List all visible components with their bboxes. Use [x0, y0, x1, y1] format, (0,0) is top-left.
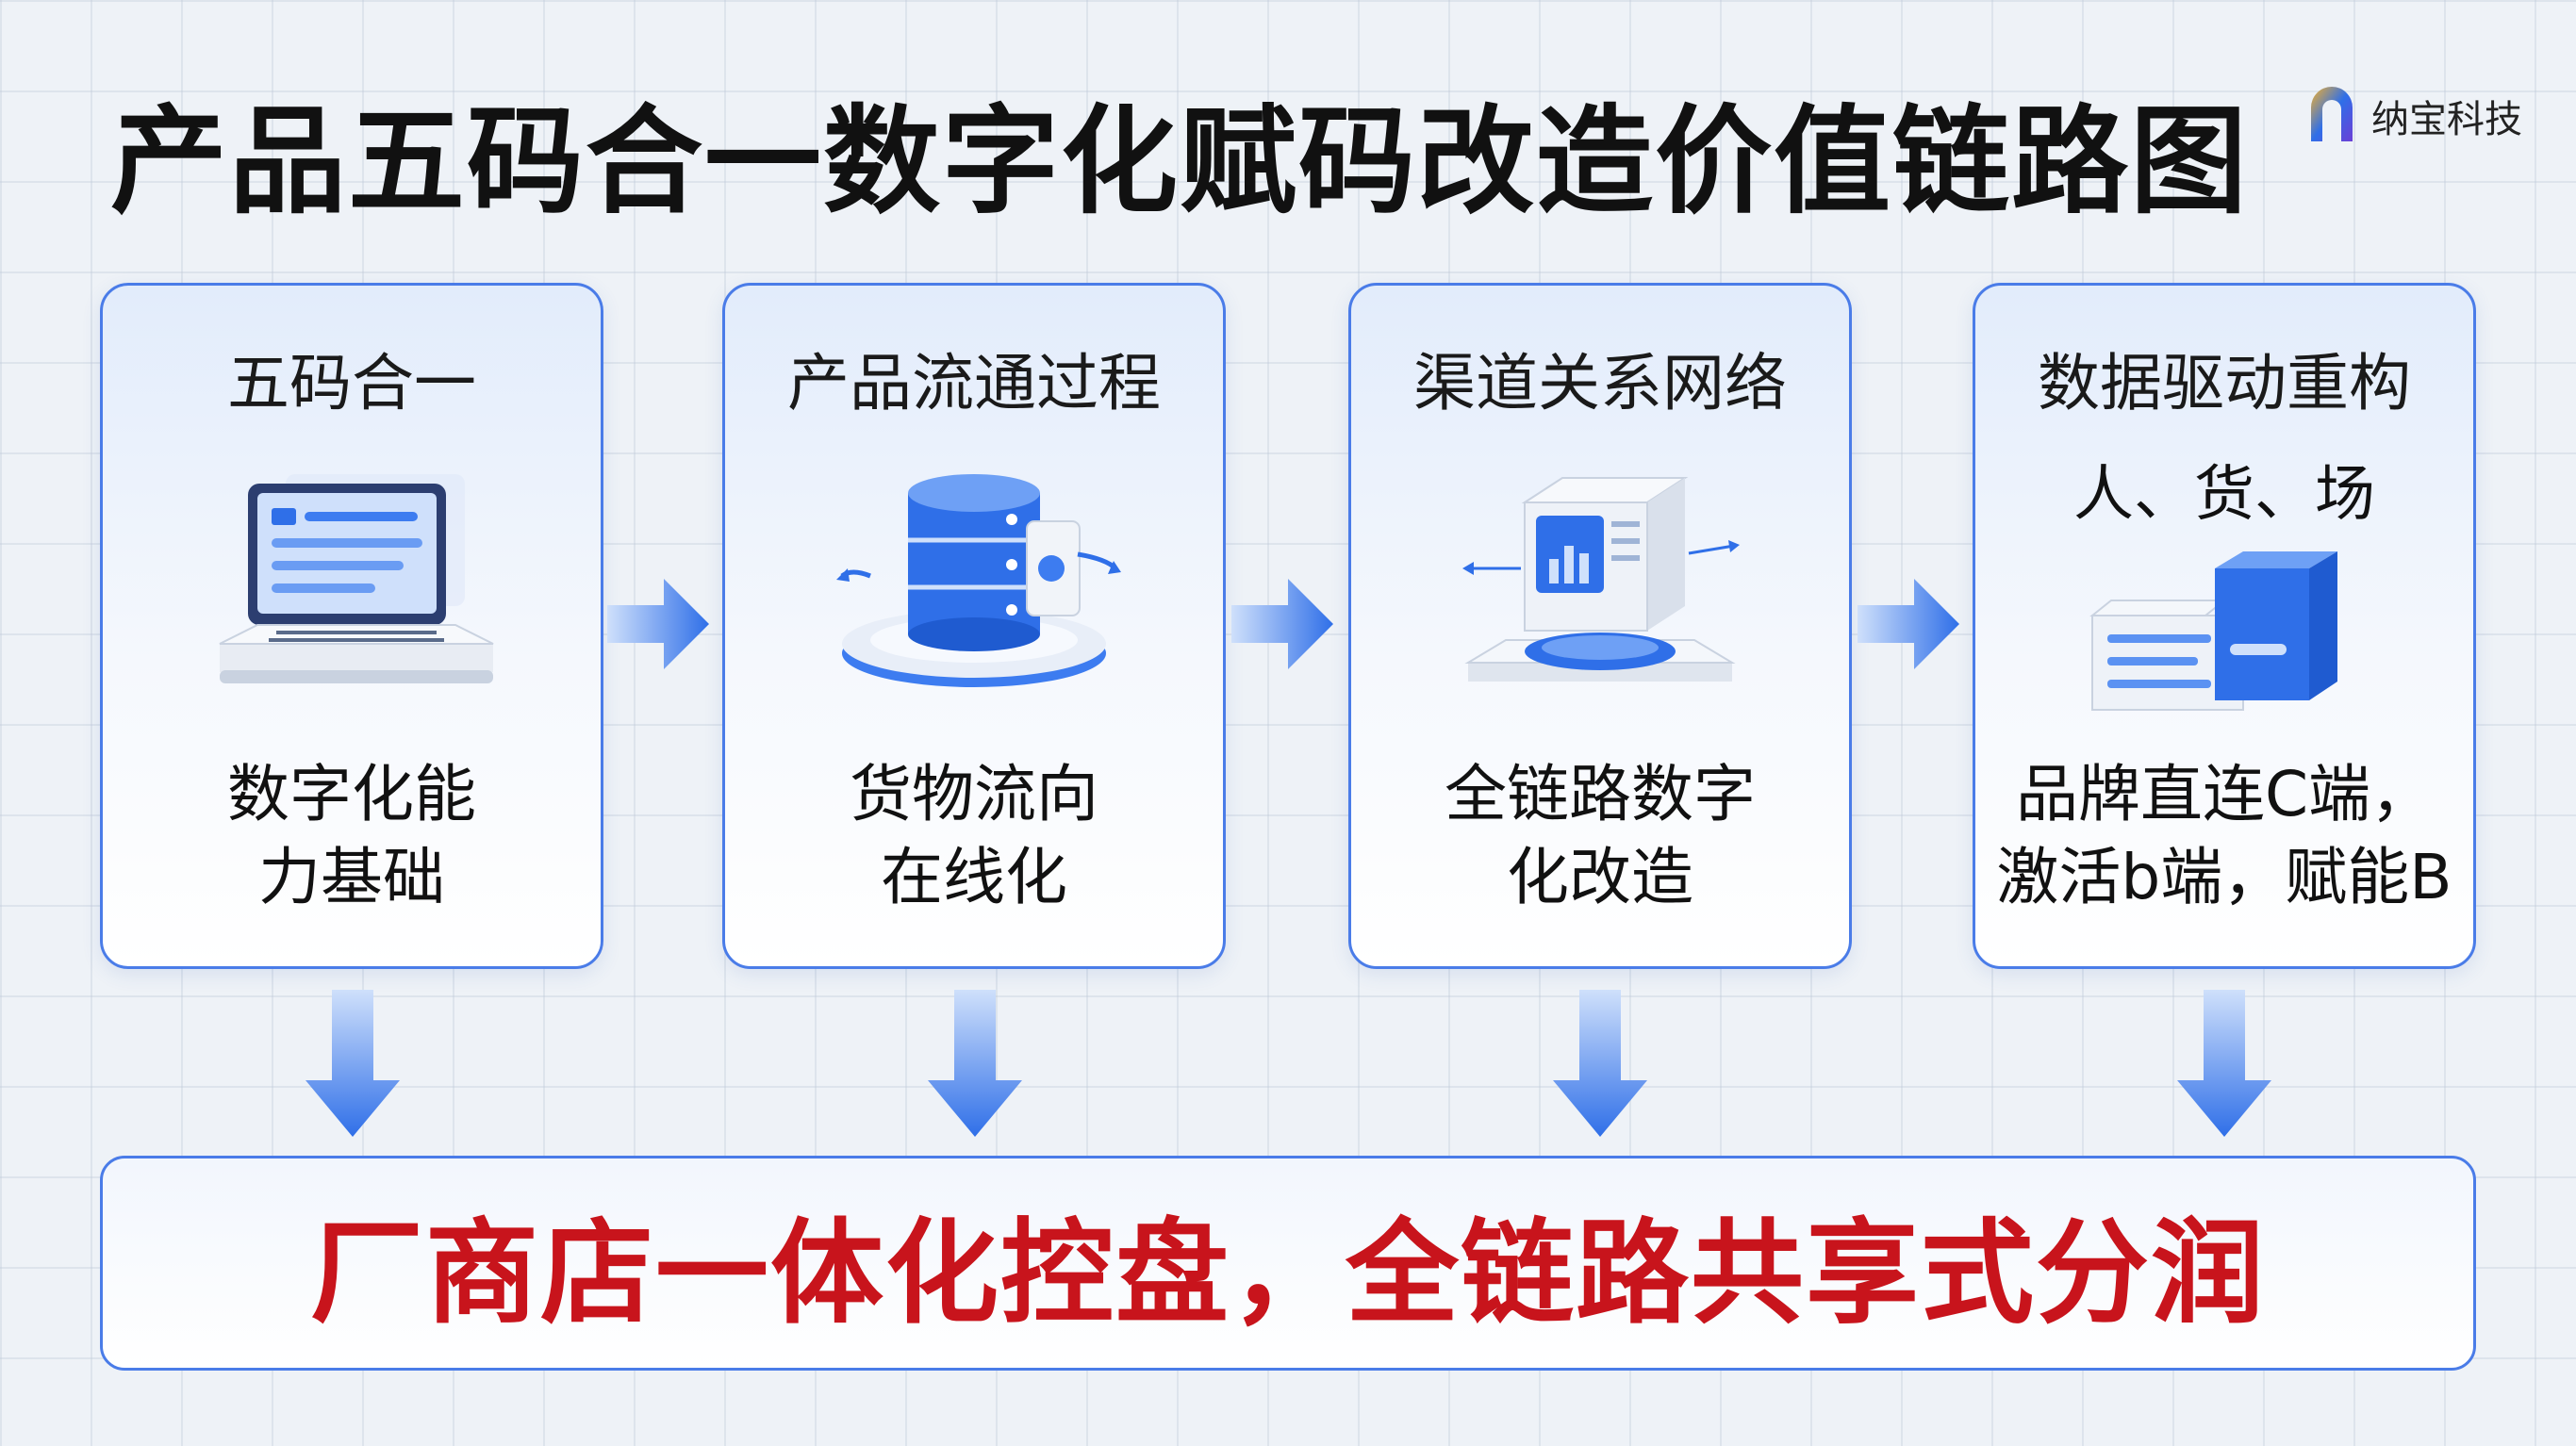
stage-card-five-codes: 五码合一 数字化能 力基础 [100, 283, 603, 969]
right-arrow-icon [1858, 579, 1959, 669]
right-arrow-icon [1231, 579, 1333, 669]
card-description: 全链路数字 化改造 [1445, 758, 1756, 913]
card-description: 货物流向 在线化 [850, 758, 1098, 913]
card-title: 五码合一 [227, 347, 476, 419]
laptop-icon [103, 455, 601, 710]
down-arrow-icon [1553, 990, 1647, 1137]
conclusion-text: 厂商店一体化控盘，全链路共享式分润 [310, 1208, 2266, 1339]
down-arrow-icon [305, 990, 400, 1137]
card-title: 产品流通过程 [787, 347, 1161, 419]
card-subtitle: 人、货、场 [2073, 460, 2375, 530]
card-description: 数字化能 力基础 [227, 758, 476, 913]
database-flow-icon [725, 455, 1223, 700]
conclusion-box: 厂商店一体化控盘，全链路共享式分润 [100, 1156, 2476, 1371]
down-arrow-icon [928, 990, 1022, 1137]
brand-name: 纳宝科技 [2371, 98, 2522, 141]
card-title: 渠道关系网络 [1413, 347, 1787, 419]
page-title: 产品五码合一数字化赋码改造价值链路图 [109, 94, 2249, 230]
server-network-icon [1351, 455, 1849, 710]
brand-logo: 纳宝科技 [2305, 87, 2522, 145]
stage-card-data-driven: 数据驱动重构 人、货、场 品牌直连C端， 激活b端，赋能B [1973, 283, 2476, 969]
brand-logo-icon [2311, 87, 2353, 141]
down-arrow-icon [2177, 990, 2271, 1137]
stage-card-channel-network: 渠道关系网络 全链路数字 化改造 [1348, 283, 1852, 969]
right-arrow-icon [607, 579, 709, 669]
card-description: 品牌直连C端， 激活b端，赋能B [1996, 758, 2452, 913]
stage-card-product-flow: 产品流通过程 货物流向 在线化 [722, 283, 1226, 969]
data-blocks-icon [1975, 540, 2473, 719]
card-title: 数据驱动重构 [2038, 347, 2411, 419]
